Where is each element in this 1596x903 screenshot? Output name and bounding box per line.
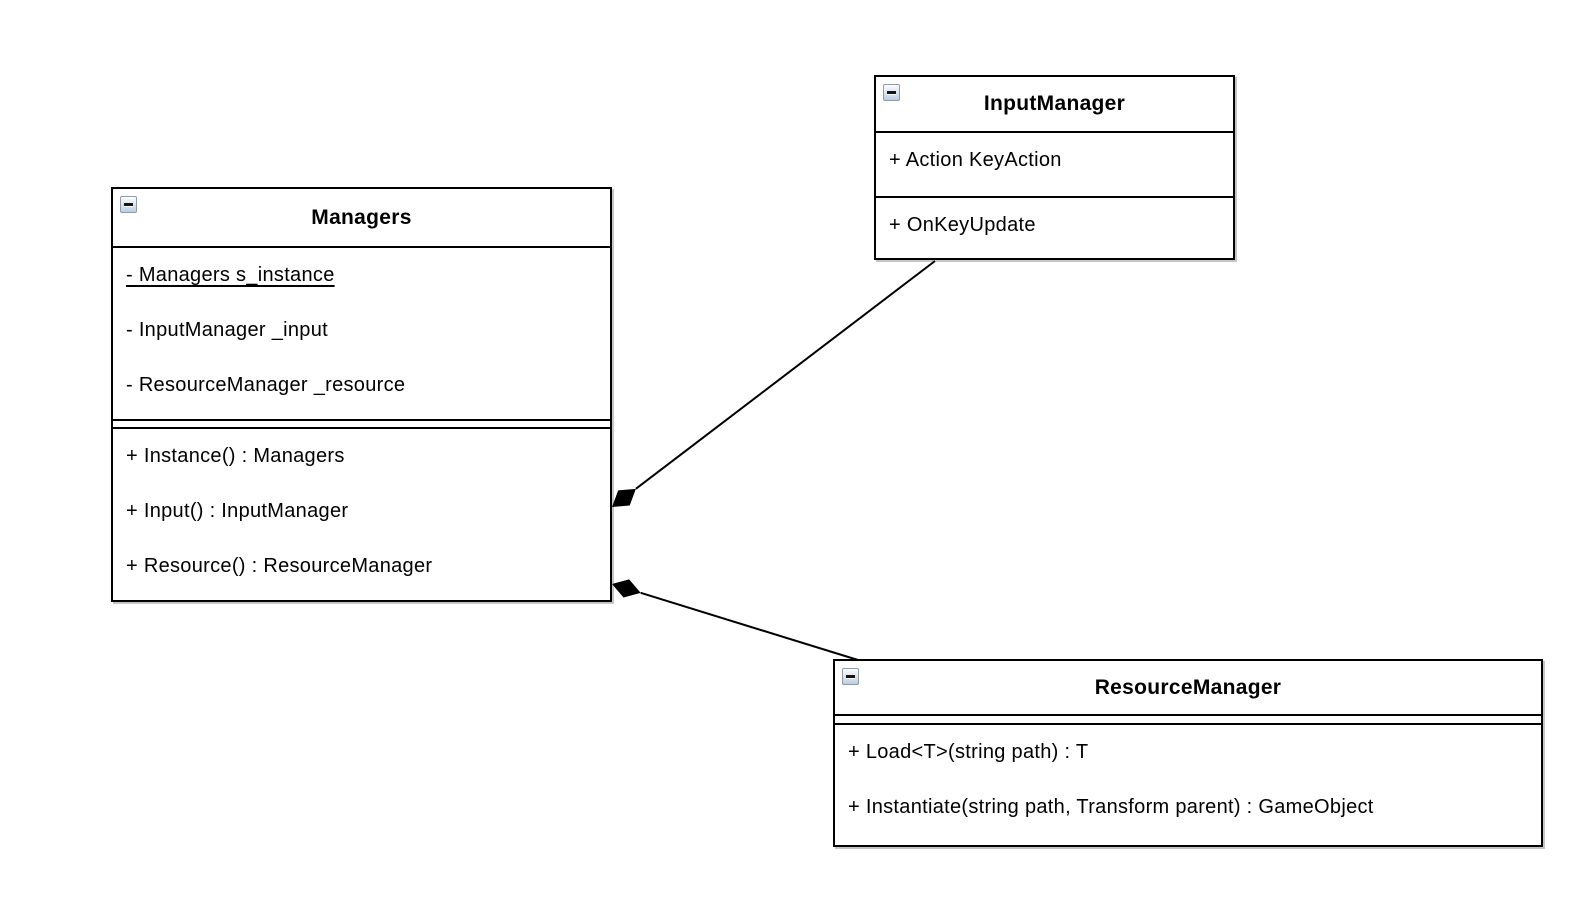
compartment-methods: + Load<T>(string path) : T + Instantiate(… <box>835 723 1541 845</box>
connector-managers-to-resource-manager[interactable] <box>612 579 859 661</box>
class-title-bar: Managers <box>113 189 610 246</box>
class-member-row: + Load<T>(string path) : T <box>848 741 1089 763</box>
class-member-row: + Instantiate(string path, Transform par… <box>848 796 1374 818</box>
class-title: Managers <box>311 205 412 229</box>
compartment-fields: + Action KeyAction <box>876 131 1233 196</box>
class-member-row: - Managers s_instance <box>126 264 335 286</box>
class-member-row: + Action KeyAction <box>889 149 1062 171</box>
collapse-button[interactable] <box>842 668 859 685</box>
class-member-row: - InputManager _input <box>126 319 328 341</box>
class-title: InputManager <box>983 92 1126 115</box>
class-member-row: + Input() : InputManager <box>126 500 349 522</box>
compartment-methods: + OnKeyUpdate <box>876 196 1233 258</box>
class-member-row: - ResourceManager _resource <box>126 374 406 396</box>
composition-diamond-icon[interactable] <box>612 579 641 598</box>
class-title-bar: ResourceManager <box>835 661 1541 714</box>
class-title-bar: InputManager <box>876 77 1233 131</box>
class-member-row: + Instance() : Managers <box>126 445 345 467</box>
connector-line[interactable] <box>640 591 859 661</box>
connector-line[interactable] <box>635 260 936 490</box>
class-box-input-manager[interactable]: InputManager + Action KeyAction + OnKeyUpd… <box>874 75 1235 260</box>
collapse-button[interactable] <box>120 196 137 213</box>
compartment-separator <box>113 419 610 427</box>
class-box-managers[interactable]: Managers - Managers s_instance - InputMana… <box>111 187 612 602</box>
class-member-row: + Resource() : ResourceManager <box>126 555 433 577</box>
class-member-row: + OnKeyUpdate <box>889 214 1036 236</box>
compartment-fields <box>835 714 1541 723</box>
collapse-button[interactable] <box>883 84 900 101</box>
minus-icon <box>124 203 133 206</box>
compartment-methods: + Instance() : Managers + Input() : Input… <box>113 427 610 600</box>
minus-icon <box>846 675 855 678</box>
class-title: ResourceManager <box>1094 675 1282 699</box>
minus-icon <box>887 91 896 94</box>
connector-managers-to-input-manager[interactable] <box>612 260 936 507</box>
compartment-fields: - Managers s_instance - InputManager _inp… <box>113 246 610 419</box>
composition-diamond-icon[interactable] <box>612 488 636 507</box>
class-box-resource-manager[interactable]: ResourceManager + Load<T>(string path) : … <box>833 659 1543 847</box>
